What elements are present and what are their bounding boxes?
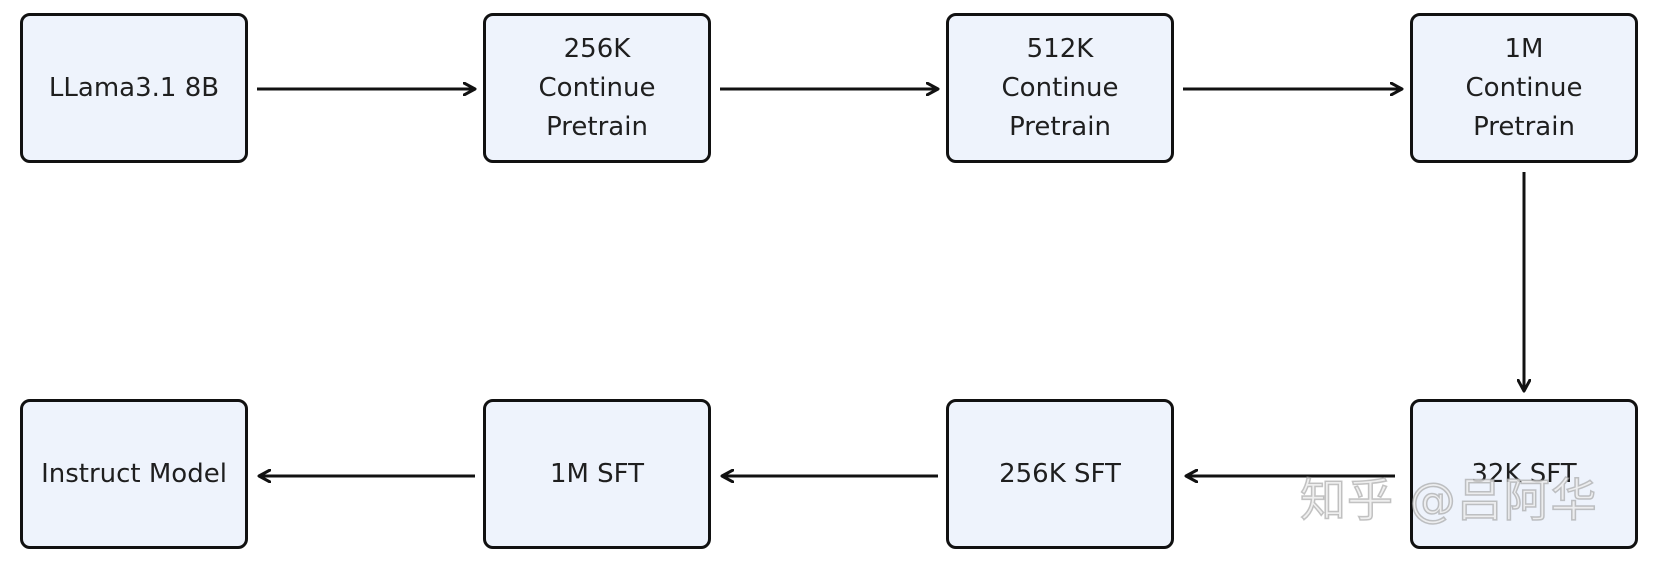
node-instruct-model: Instruct Model — [20, 399, 248, 549]
watermark: 知乎 @吕阿华 — [1299, 472, 1598, 528]
node-512k-continue-pretrain: 512K Continue Pretrain — [946, 13, 1174, 163]
node-label: 512K Continue Pretrain — [1001, 33, 1119, 142]
node-1m-sft: 1M SFT — [483, 399, 711, 549]
node-32k-sft: 32K SFT — [1410, 399, 1638, 549]
node-label: 256K Continue Pretrain — [538, 33, 656, 142]
node-label: Instruct Model — [41, 458, 227, 489]
node-label: LLama3.1 8B — [48, 72, 220, 103]
node-label: 256K SFT — [999, 458, 1121, 489]
node-label: 32K SFT — [1471, 458, 1577, 489]
node-label: 1M SFT — [549, 458, 645, 489]
node-256k-sft: 256K SFT — [946, 399, 1174, 549]
node-label: 1M Continue Pretrain — [1465, 33, 1583, 142]
node-llama3-1-8b: LLama3.1 8B — [20, 13, 248, 163]
node-256k-continue-pretrain: 256K Continue Pretrain — [483, 13, 711, 163]
node-1m-continue-pretrain: 1M Continue Pretrain — [1410, 13, 1638, 163]
